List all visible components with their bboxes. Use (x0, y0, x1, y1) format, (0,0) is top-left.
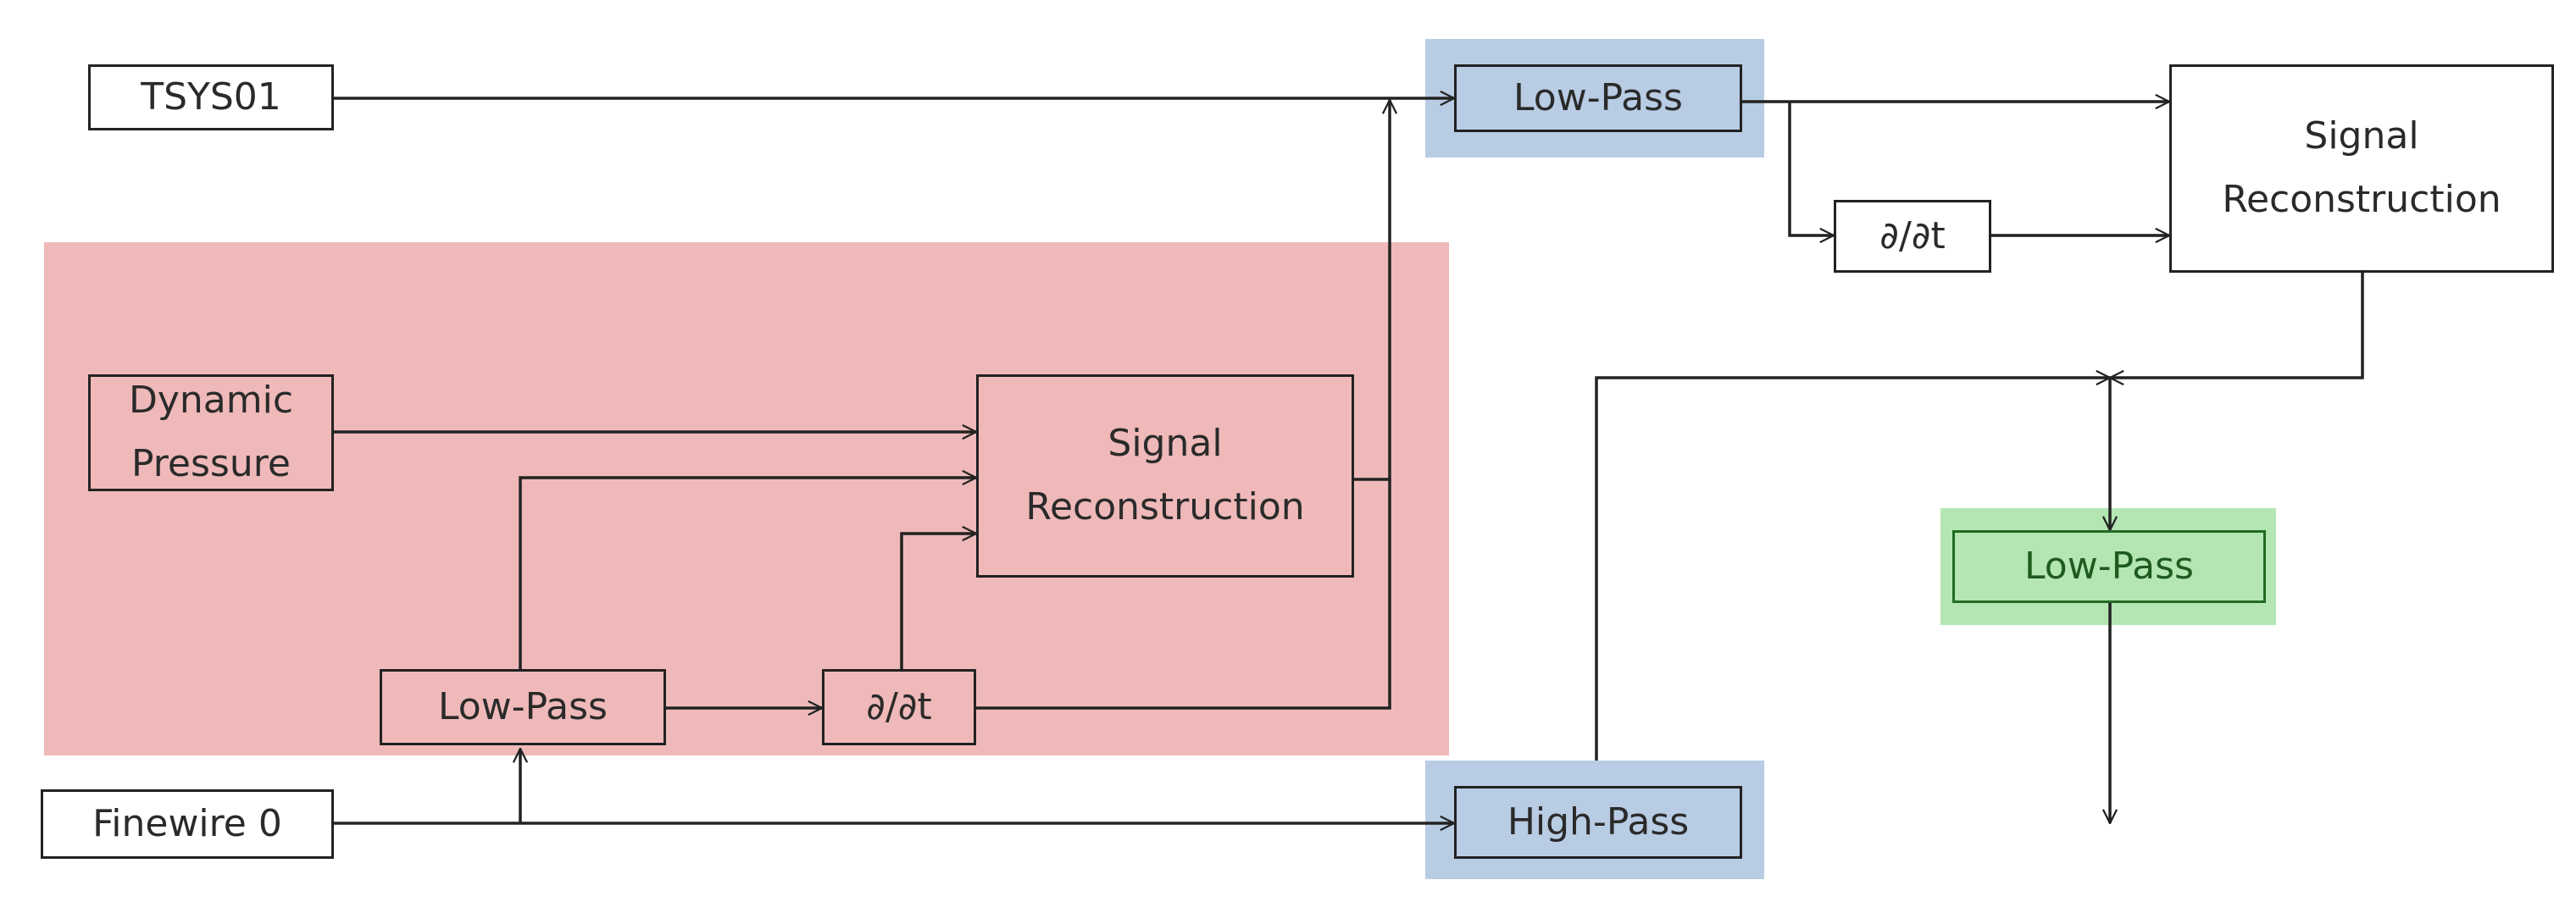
derivative-top-block: ∂/∂t (1834, 200, 1991, 273)
wire-inner-reconstruction-up (1354, 100, 1390, 481)
derivative-top-label: ∂/∂t (1879, 213, 1946, 257)
highpass-block: High-Pass (1454, 786, 1742, 859)
tsys01-label: TSYS01 (141, 75, 281, 119)
derivative-inner-label: ∂/∂t (866, 684, 932, 728)
signal-reconstruction-inner-label: Signal Reconstruction (1025, 422, 1305, 528)
highpass-label: High-Pass (1507, 800, 1690, 844)
lowpass-inner-block: Low-Pass (380, 669, 666, 745)
finewire-0-block: Finewire 0 (41, 789, 334, 859)
wire-inner-derivative-to-reconstruction (900, 534, 976, 669)
dynamic-pressure-block: Dynamic Pressure (88, 374, 334, 491)
lowpass-top-block: Low-Pass (1454, 64, 1742, 132)
tsys01-block: TSYS01 (88, 64, 334, 130)
wire-lowpass-top-to-derivative (1788, 102, 1834, 235)
wire-highpass-to-junction (1595, 378, 2110, 761)
signal-reconstruction-inner-block: Signal Reconstruction (976, 374, 1354, 578)
wire-inner-lowpass-to-reconstruction (519, 478, 976, 669)
derivative-inner-block: ∂/∂t (822, 669, 976, 745)
lowpass-top-label: Low-Pass (1513, 75, 1683, 119)
lowpass-inner-label: Low-Pass (438, 684, 608, 728)
signal-reconstruction-top-block: Signal Reconstruction (2169, 64, 2554, 273)
wire-reconstruction-top-to-junction (2110, 273, 2364, 378)
finewire-0-label: Finewire 0 (92, 801, 282, 845)
wire-inner-derivative-to-rail (976, 479, 1391, 710)
highpass-highlight (1425, 761, 1764, 879)
signal-reconstruction-top-label: Signal Reconstruction (2222, 114, 2501, 221)
lowpass-output-block: Low-Pass (1952, 530, 2266, 603)
lowpass-output-label: Low-Pass (2024, 544, 2194, 588)
dynamic-pressure-label: Dynamic Pressure (128, 379, 294, 485)
lowpass-top-highlight (1425, 39, 1764, 158)
local-processing-region (44, 242, 1449, 755)
